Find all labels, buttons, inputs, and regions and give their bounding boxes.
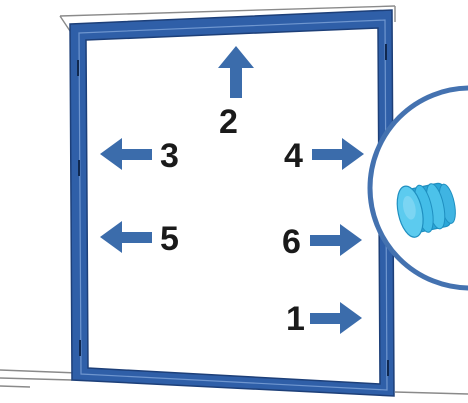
arrow-step-5 [100, 221, 152, 253]
step-number-3: 3 [160, 137, 179, 175]
wall-sketch [0, 5, 468, 395]
arrow-step-1 [310, 302, 362, 334]
arrow-step-4 [312, 138, 364, 170]
arrow-step-2 [218, 46, 254, 98]
door-frame-icon [69, 9, 395, 397]
step-number-1: 1 [286, 300, 305, 338]
arrow-step-6 [310, 224, 362, 256]
rubber-bumper-plug-icon [396, 182, 456, 238]
step-number-6: 6 [282, 223, 301, 261]
arrow-step-3 [100, 138, 152, 170]
step-number-2: 2 [219, 103, 238, 141]
step-number-4: 4 [284, 137, 303, 175]
step-number-5: 5 [160, 220, 179, 258]
